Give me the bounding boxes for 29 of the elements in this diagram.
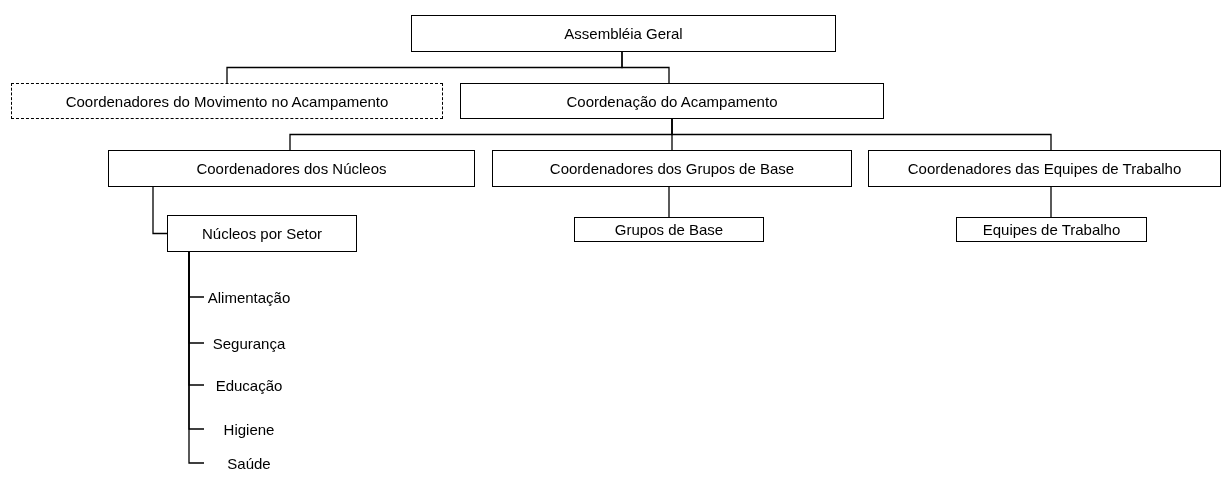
org-box bbox=[868, 150, 1221, 187]
node-label: Equipes de Trabalho bbox=[982, 221, 1121, 238]
connector-line bbox=[1050, 186, 1052, 218]
node-label: Educação bbox=[215, 376, 283, 394]
connector-line bbox=[152, 186, 168, 235]
node-label: Coordenadores do Movimento no Acampamento bbox=[65, 92, 389, 110]
connector-line bbox=[188, 251, 205, 464]
node-label: Assembléia Geral bbox=[564, 25, 683, 42]
node-label: Núcleos por Setor bbox=[201, 225, 323, 242]
org-box bbox=[574, 217, 764, 242]
node-label: Segurança bbox=[212, 334, 286, 352]
dashed-org-box bbox=[11, 83, 443, 119]
node-label: Grupos de Base bbox=[614, 221, 724, 238]
connector-line bbox=[621, 51, 670, 84]
org-box bbox=[108, 150, 475, 187]
node-label: Coordenadores das Equipes de Trabalho bbox=[907, 160, 1182, 177]
node-label: Coordenadores dos Núcleos bbox=[196, 160, 387, 177]
node-label: Saúde bbox=[227, 454, 271, 472]
node-label: Coordenação do Acampamento bbox=[566, 92, 778, 110]
node-label: Higiene bbox=[223, 420, 275, 438]
node-label: Alimentação bbox=[207, 288, 291, 306]
org-box bbox=[167, 215, 357, 252]
connector-line bbox=[668, 186, 670, 218]
org-box bbox=[460, 83, 884, 119]
org-box bbox=[492, 150, 852, 187]
org-box bbox=[956, 217, 1147, 242]
connector-line bbox=[671, 118, 1052, 151]
node-label: Coordenadores dos Grupos de Base bbox=[549, 160, 795, 177]
org-box bbox=[411, 15, 836, 52]
